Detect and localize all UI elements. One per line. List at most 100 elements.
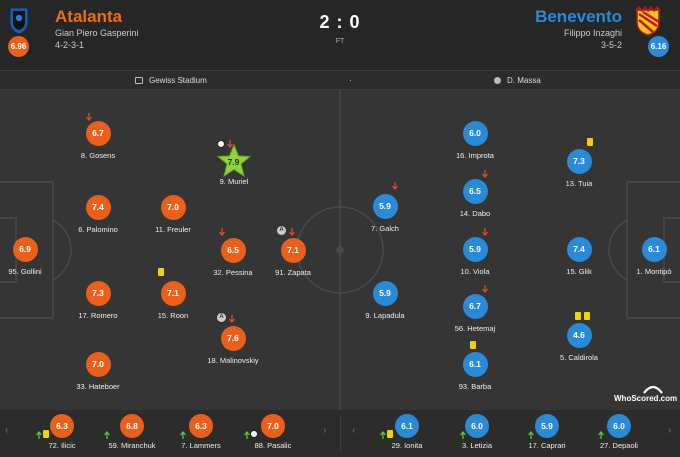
player-label: 32. Pessina [213,268,253,277]
player-label: 56. Hetemaj [454,324,496,333]
home-player-hateboer[interactable]: 7.0 33. Hateboer [68,352,128,398]
player-label: 5. Caldirola [560,353,598,362]
sub-on-arrow-icon [460,431,466,439]
home-team-crest[interactable] [9,7,29,35]
yellow-card-icon [575,312,581,320]
home-player-freuler[interactable]: 7.0 11. Freuler [143,195,203,241]
home-player-romero[interactable]: 7.3 17. Romero [68,281,128,327]
sub-off-arrow-icon [482,228,488,236]
home-player-zapata[interactable]: 7.1 91. Zapata [263,238,323,284]
player-rating: 4.6 [566,323,592,348]
player-rating: 7.0 [261,414,285,438]
captain-badge-icon: A [277,226,286,235]
subs-next-arrow[interactable]: › [668,425,672,436]
home-player-muriel[interactable]: 7.9 9. Muriel [204,144,264,195]
away-player-hetemaj[interactable]: 6.7 56. Hetemaj [445,294,505,340]
away-formation: 3-5-2 [600,40,622,50]
away-player-caldirola[interactable]: 4.6 5. Caldirola [549,323,609,369]
player-label: 7. Lammers [181,441,221,450]
player-rating: 7.4 [85,195,111,220]
player-rating: 6.3 [189,414,213,438]
yellow-card-icon [584,312,590,320]
captain-badge-icon: A [217,313,226,322]
subs-next-arrow[interactable]: › [323,425,327,436]
info-separator: · [349,76,352,85]
subs-divider [340,416,341,452]
player-label: 15. Glik [566,267,592,276]
home-player-palomino[interactable]: 7.4 6. Palomino [68,195,128,241]
player-rating: 7.3 [85,281,111,306]
match-info-bar: Gewiss Stadium · D. Massa [0,70,680,90]
player-rating: 6.9 [12,237,38,262]
player-rating: 7.4 [566,237,592,262]
home-team-name[interactable]: Atalanta [55,7,123,26]
player-rating: 6.5 [220,238,246,263]
sub-off-arrow-icon [392,182,398,190]
pitch-lines [0,90,680,410]
player-label: 9. Muriel [219,177,249,186]
away-player-galch[interactable]: 5.9 7. Galch [355,194,415,240]
sub-on-arrow-icon [244,431,250,439]
player-rating: 5.9 [372,194,398,219]
sub-on-arrow-icon [104,431,110,439]
home-player-gosens[interactable]: 6.7 8. Gosens [68,121,128,167]
player-rating: 6.7 [85,121,111,146]
away-player-tuia[interactable]: 7.3 13. Tuia [549,149,609,195]
player-label: 8. Gosens [80,151,116,160]
subs-prev-arrow[interactable]: ‹ [352,425,356,436]
player-rating: 6.5 [462,179,488,204]
away-team-rating: 6.16 [648,36,669,57]
home-sub-lammers[interactable]: 6.3 7. Lammers [171,414,231,454]
yellow-card-icon [587,138,593,146]
home-player-roon[interactable]: 7.1 15. Roon [143,281,203,327]
player-label: 15. Roon [157,311,189,320]
sub-off-arrow-icon [86,113,92,121]
player-label: 3. Letizia [461,441,493,450]
star-icon [216,144,252,178]
away-player-dabo[interactable]: 6.5 14. Dabo [445,179,505,225]
away-player-lapadula[interactable]: 5.9 9. Lapadula [355,281,415,327]
player-rating: 6.3 [50,414,74,438]
away-sub-caprari[interactable]: 5.9 17. Caprari [517,414,577,454]
sub-on-arrow-icon [380,431,386,439]
away-sub-depaoli[interactable]: 6.0 27. Depaoli [589,414,649,454]
substitutes-bar: ‹ › ‹ › 6.3 72. Ilicic 6.8 59. Miranchuk… [0,410,680,457]
home-player-malinovskiy[interactable]: 7.6 18. Malinovskiy [203,326,263,372]
home-player-pessina[interactable]: 6.5 32. Pessina [203,238,263,284]
away-player-barba[interactable]: 6.1 93. Barba [445,352,505,398]
subs-prev-arrow[interactable]: ‹ [5,425,9,436]
player-rating: 7.1 [280,238,306,263]
player-label: 91. Zapata [275,268,311,277]
player-rating: 5.9 [535,414,559,438]
home-team-rating: 6.96 [8,36,29,57]
away-manager: Filippo Inzaghi [563,28,622,38]
sub-on-arrow-icon [528,431,534,439]
away-sub-letizia[interactable]: 6.0 3. Letizia [447,414,507,454]
away-sub-ionita[interactable]: 6.1 29. Ionita [377,414,437,454]
player-label: 1. Montipò [636,267,672,276]
match-score: 2 : 0 [319,12,361,32]
sub-on-arrow-icon [180,431,186,439]
player-rating: 7.1 [160,281,186,306]
away-team-name[interactable]: Benevento [535,7,622,26]
home-player-gollini[interactable]: 6.9 95. Gollini [0,237,55,283]
home-sub-pasalic[interactable]: 7.0 88. Pasalic [243,414,303,454]
player-label: 29. Ionita [391,441,423,450]
sub-off-arrow-icon [227,140,233,148]
away-player-viola[interactable]: 5.9 10. Viola [445,237,505,283]
player-label: 18. Malinovskiy [207,356,259,365]
whoscored-logo[interactable]: WhoScored.com [614,385,677,403]
player-label: 16. Improta [456,151,494,160]
away-player-montipo[interactable]: 6.1 1. Montipò [624,237,680,283]
player-label: 9. Lapadula [365,311,405,320]
yellow-card-icon [158,268,164,276]
home-sub-ilicic[interactable]: 6.3 72. Ilicic [32,414,92,454]
goal-ball-icon [217,140,225,148]
away-player-improta[interactable]: 6.0 16. Improta [445,121,505,167]
away-player-glik[interactable]: 7.4 15. Glik [549,237,609,283]
player-rating: 6.8 [120,414,144,438]
home-formation: 4-2-3-1 [55,40,85,50]
sub-off-arrow-icon [229,315,235,323]
home-sub-miranchuk[interactable]: 6.8 59. Miranchuk [102,414,162,454]
away-team-crest[interactable] [633,5,663,36]
